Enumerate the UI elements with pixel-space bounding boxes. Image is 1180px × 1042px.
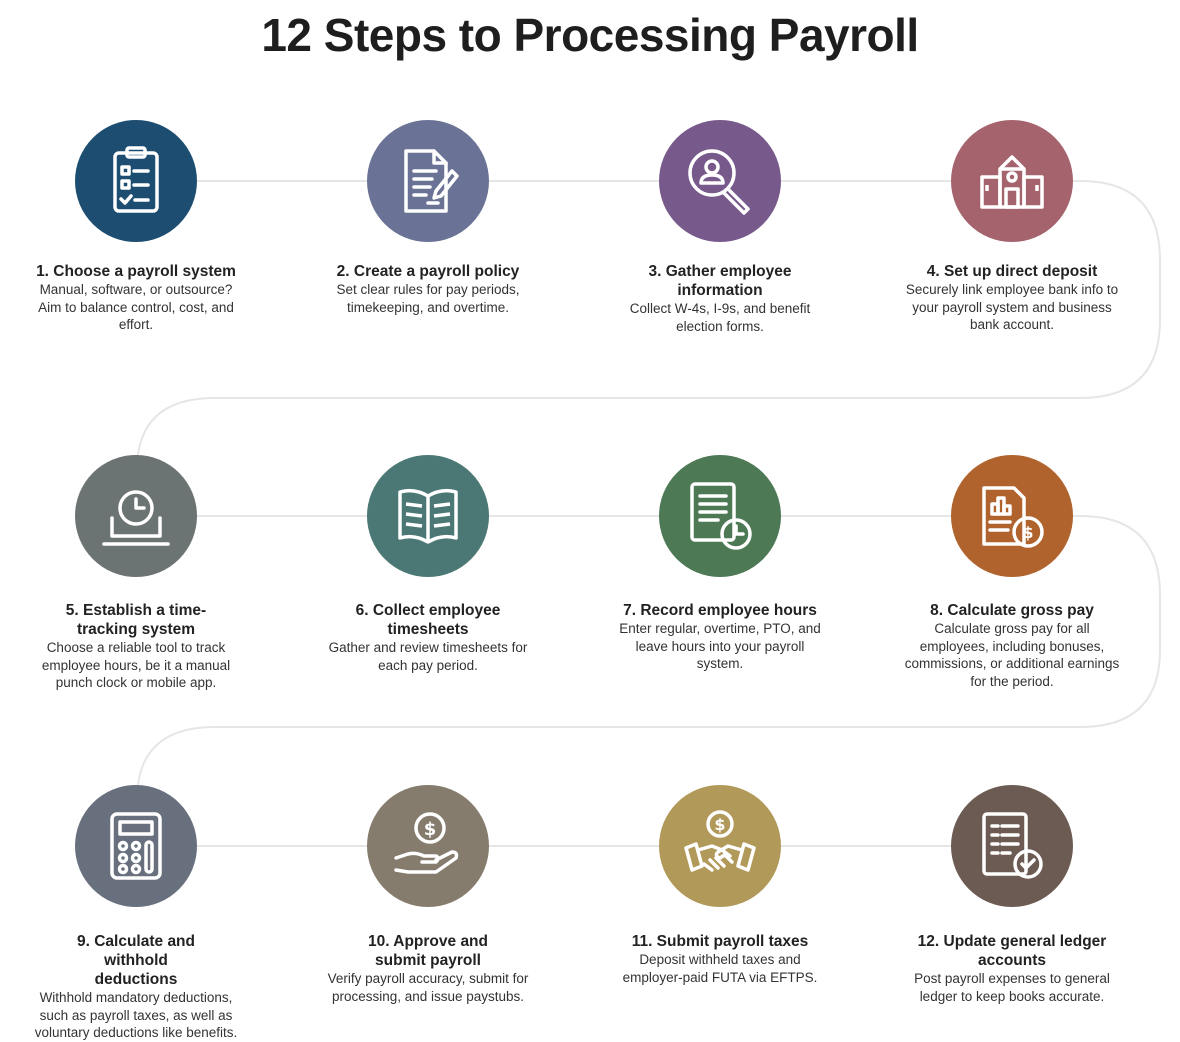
step-description: Collect W-4s, I-9s, and benefit election…	[629, 301, 811, 334]
svg-text:$: $	[424, 819, 437, 840]
step-heading: 3. Gather employee information	[648, 263, 792, 299]
step-icon-circle	[75, 120, 197, 242]
svg-text:$: $	[1022, 523, 1033, 542]
step-heading: 6. Collect employee timesheets	[355, 602, 501, 638]
step-heading: 5. Establish a time-tracking system	[65, 602, 207, 638]
step-heading: 8. Calculate gross pay	[930, 602, 1094, 619]
step-heading: 4. Set up direct deposit	[926, 263, 1098, 280]
bank-building-icon	[980, 155, 1044, 209]
hand-dollar-icon: $	[394, 812, 459, 874]
timesheet-clock-icon	[690, 482, 752, 550]
step-icon-circle	[367, 455, 489, 577]
document-pen-icon	[404, 149, 459, 213]
step-description: Withhold mandatory deductions, such as p…	[34, 990, 238, 1040]
step-icon-circle	[951, 785, 1073, 907]
step-description: Deposit withheld taxes and employer-paid…	[622, 952, 818, 985]
step-icon-circle	[367, 120, 489, 242]
step-description: Enter regular, overtime, PTO, and leave …	[619, 621, 821, 671]
step-heading: 9. Calculate and withhold deductions	[76, 933, 195, 988]
clock-laptop-icon	[102, 490, 170, 546]
step-icon-circle	[75, 455, 197, 577]
step-icon-circle	[659, 120, 781, 242]
step-icon-circle	[951, 120, 1073, 242]
step-heading: 2. Create a payroll policy	[336, 263, 520, 280]
step-description: Gather and review timesheets for each pa…	[328, 640, 528, 673]
step-description: Post payroll expenses to general ledger …	[914, 971, 1110, 1004]
step-description: Manual, software, or outsource? Aim to b…	[38, 282, 234, 332]
step-heading: 11. Submit payroll taxes	[631, 933, 809, 950]
clipboard-checklist-icon	[113, 146, 159, 213]
handshake-dollar-icon: $	[684, 810, 756, 872]
step-description: Choose a reliable tool to track employee…	[41, 640, 231, 690]
step-description: Verify payroll accuracy, submit for proc…	[327, 971, 529, 1004]
step-description: Securely link employee bank info to your…	[905, 282, 1119, 332]
ledger-check-icon	[982, 812, 1043, 879]
page-title: 12 Steps to Processing Payroll	[261, 9, 919, 61]
step-icon-circle: $	[659, 785, 781, 907]
svg-text:$: $	[714, 815, 725, 834]
step-description: Set clear rules for pay periods, timekee…	[336, 282, 520, 315]
open-book-icon	[398, 488, 458, 544]
step-icon-circle: $	[367, 785, 489, 907]
step-icon-circle	[659, 455, 781, 577]
calculator-icon	[110, 812, 162, 880]
step-heading: 10. Approve and submit payroll	[367, 933, 488, 969]
step-description: Calculate gross pay for all employees, i…	[904, 621, 1120, 689]
step-heading: 1. Choose a payroll system	[36, 263, 236, 280]
magnifier-person-icon	[688, 149, 750, 215]
step-heading: 12. Update general ledger accounts	[917, 933, 1107, 969]
step-icon-circle: $	[951, 455, 1073, 577]
step-icon-circle	[75, 785, 197, 907]
step-heading: 7. Record employee hours	[623, 602, 817, 619]
report-dollar-icon: $	[982, 486, 1044, 548]
